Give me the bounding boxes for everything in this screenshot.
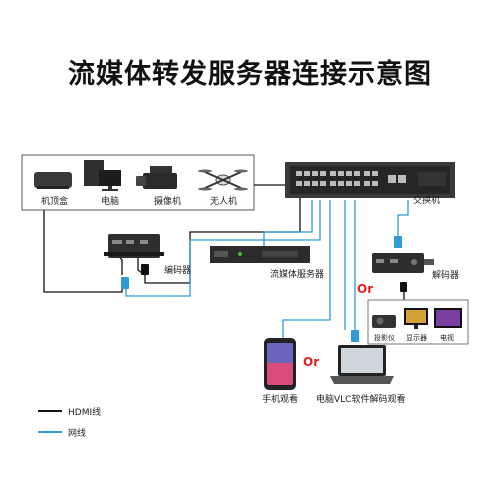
- laptop-icon: [330, 345, 394, 384]
- decoder-icon: [372, 253, 434, 273]
- drone-label: 无人机: [210, 197, 238, 207]
- laptop-label: 电脑VLC软件解码观看: [316, 395, 406, 405]
- encoder-label: 编码器: [164, 266, 192, 276]
- or-label-decoder: Or: [357, 282, 374, 296]
- switch-label: 交换机: [413, 196, 441, 206]
- network-lines: [125, 200, 409, 340]
- legend-network-label: 网线: [68, 429, 87, 439]
- monitor-label: 显示器: [406, 334, 427, 342]
- tv-label: 电视: [440, 334, 454, 342]
- server-label: 流媒体服务器: [270, 270, 325, 280]
- encoder-icon: [104, 234, 164, 258]
- monitor-icon: [404, 308, 428, 329]
- drone-icon: [198, 169, 248, 191]
- decoder-label: 解码器: [432, 271, 460, 281]
- switch-icon: [285, 162, 455, 198]
- stb-label: 机顶盒: [41, 197, 69, 207]
- rj45-plugs: [121, 236, 402, 342]
- stb-icon: [34, 172, 72, 189]
- pc-icon: [84, 160, 121, 191]
- or-label-viewer: Or: [303, 355, 320, 369]
- camera-icon: [136, 166, 177, 189]
- projector-label: 投影仪: [374, 334, 395, 342]
- camera-label: 摄像机: [154, 197, 182, 207]
- legend-hdmi-label: HDMI线: [68, 408, 102, 418]
- phone-label: 手机观看: [262, 395, 299, 405]
- server-icon: [210, 246, 310, 263]
- phone-icon: [264, 338, 296, 390]
- pc-label: 电脑: [101, 197, 120, 207]
- tv-icon: [434, 308, 462, 328]
- projector-icon: [372, 315, 396, 328]
- page-title: 流媒体转发服务器连接示意图: [68, 59, 432, 90]
